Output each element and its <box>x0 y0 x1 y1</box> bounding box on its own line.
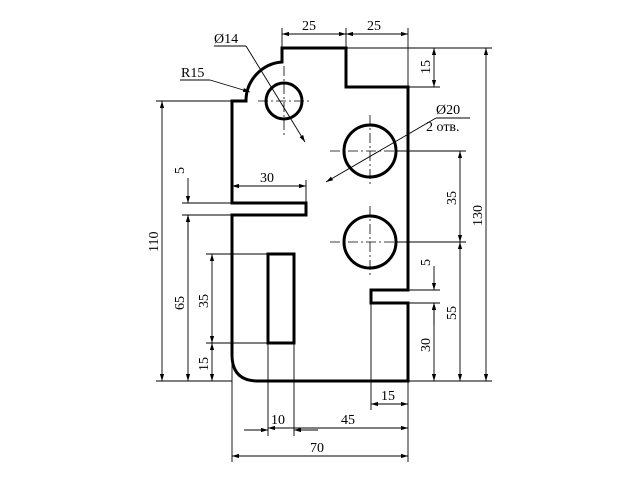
dim-hole-d20: Ø20 <box>436 103 460 118</box>
dim-bottom-15: 15 <box>381 389 395 404</box>
dim-left-5: 5 <box>173 167 188 174</box>
dim-bottom-10: 10 <box>271 413 285 428</box>
part-outline <box>230 46 410 383</box>
dim-left-15: 15 <box>197 357 212 371</box>
dim-right-5: 5 <box>419 259 434 266</box>
rect-slot <box>266 252 296 345</box>
dim-hole-count: 2 отв. <box>426 120 460 135</box>
dim-bottom-45: 45 <box>341 413 355 428</box>
dim-right-130: 130 <box>471 205 486 226</box>
dimension-lines <box>159 31 489 459</box>
dim-top-25-right: 25 <box>367 19 381 34</box>
dim-left-35: 35 <box>197 294 212 308</box>
center-lines <box>258 66 410 278</box>
dim-slot-length-30: 30 <box>260 171 274 186</box>
dim-hole-d14: Ø14 <box>214 32 238 47</box>
dim-bottom-70: 70 <box>310 441 324 456</box>
dim-right-55: 55 <box>445 306 460 320</box>
dim-right-30: 30 <box>419 338 434 352</box>
dim-right-35: 35 <box>445 191 460 205</box>
dim-left-110: 110 <box>147 232 162 252</box>
extension-lines <box>156 28 492 462</box>
dim-top-25-left: 25 <box>302 19 316 34</box>
dim-radius-15: R15 <box>181 66 204 81</box>
dim-right-15: 15 <box>419 60 434 74</box>
dim-left-65: 65 <box>173 296 188 310</box>
